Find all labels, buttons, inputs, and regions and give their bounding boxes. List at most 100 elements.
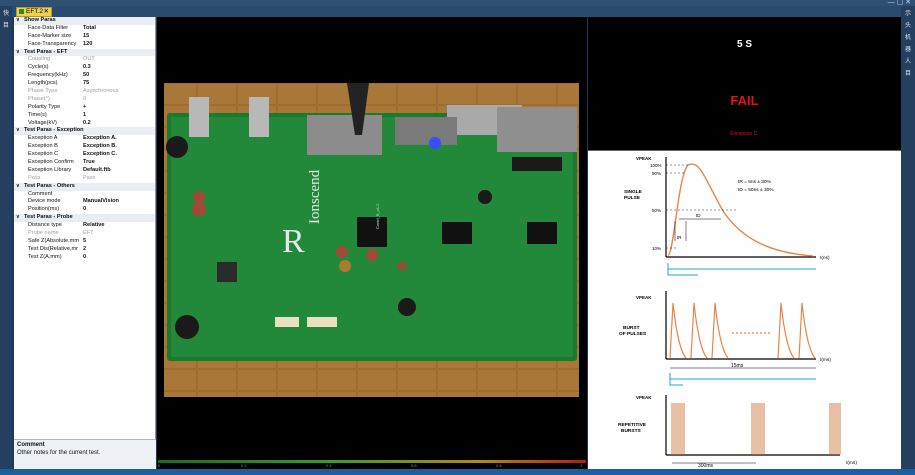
property-key: Phase Type: [28, 88, 58, 95]
comment-text: Other notes for the current test.: [17, 450, 101, 456]
property-value[interactable]: ManualVision: [83, 198, 119, 205]
tab-eft-2[interactable]: EFT.2 ✕: [16, 7, 52, 17]
property-value[interactable]: 0.2: [83, 119, 91, 126]
property-row[interactable]: Exception Library Default.ftb: [14, 167, 155, 175]
pct-90: 90%: [652, 171, 661, 176]
pct-10: 10%: [652, 246, 661, 251]
property-key: Device mode: [28, 198, 61, 205]
property-row[interactable]: Frequency(kHz)50: [14, 72, 155, 80]
right-rail-item-1[interactable]: 示: [904, 11, 911, 17]
property-row[interactable]: Polarity Type+: [14, 104, 155, 112]
pct-100: 100%: [650, 163, 662, 168]
chevron-down-icon[interactable]: ∨: [16, 127, 20, 134]
property-value[interactable]: Exception B.: [83, 143, 117, 150]
right-rail-item-3[interactable]: 机: [904, 35, 911, 41]
property-row[interactable]: Phase Type Asynchronous: [14, 88, 155, 96]
property-value[interactable]: OUT: [83, 56, 95, 63]
property-value[interactable]: 50: [83, 72, 90, 79]
property-value[interactable]: Relative: [83, 222, 105, 229]
left-rail-item-1[interactable]: 快: [2, 11, 9, 17]
property-key: Position(ms): [28, 206, 60, 213]
property-row[interactable]: Position(ms) 0: [14, 206, 155, 214]
chevron-down-icon[interactable]: ∨: [16, 48, 20, 55]
camera-view[interactable]: R Ionscend Contrl_B_v1.2: [157, 17, 587, 469]
property-value[interactable]: +: [83, 103, 87, 110]
property-row[interactable]: Phase(°) 0: [14, 96, 155, 104]
chevron-down-icon[interactable]: ∨: [16, 17, 20, 23]
property-category[interactable]: ∨Show Paras: [14, 17, 155, 25]
property-row[interactable]: Time(s) 1: [14, 112, 155, 120]
property-value[interactable]: Asynchronous: [83, 88, 119, 95]
property-row[interactable]: Exception Confirm True: [14, 159, 155, 167]
property-row[interactable]: Device mode ManualVision: [14, 198, 155, 206]
right-rail-item-4[interactable]: 器: [904, 47, 911, 53]
property-category[interactable]: ∨Test Paras - EFT: [14, 48, 155, 57]
property-row[interactable]: Probe name EFT: [14, 230, 155, 238]
property-value[interactable]: 0: [83, 206, 87, 213]
vpeak-label-3: VPEAK: [636, 395, 652, 400]
property-value[interactable]: 0.3: [83, 64, 91, 71]
property-key: Time(s): [28, 111, 47, 118]
property-value[interactable]: Total: [83, 24, 96, 31]
property-category[interactable]: ∨ Test Paras - Probe: [14, 214, 155, 223]
property-row[interactable]: Voltage(kV)0.2: [14, 120, 155, 128]
property-category[interactable]: ∨Test Paras - Others: [14, 182, 155, 191]
ruler-bar: [158, 460, 586, 463]
property-key: Probe name: [28, 230, 59, 237]
property-value[interactable]: 0: [83, 95, 87, 102]
pcb-image[interactable]: R Ionscend Contrl_B_v1.2: [157, 17, 587, 469]
dur-15ms: 15ms: [731, 363, 744, 369]
window-controls[interactable]: — ▢ ✕: [887, 0, 911, 6]
property-value[interactable]: Exception C.: [83, 151, 117, 158]
comment-title: Comment: [17, 442, 45, 448]
category-title: Test Paras - Probe: [24, 214, 73, 221]
property-key: Exception Confirm: [28, 159, 74, 166]
chevron-down-icon[interactable]: ∨: [16, 182, 20, 189]
property-value[interactable]: 75: [83, 80, 90, 87]
property-value[interactable]: 2: [83, 245, 87, 252]
burst-label-2: OF PULSES: [619, 331, 647, 337]
property-row[interactable]: Test Z(A,mm)0: [14, 254, 155, 262]
property-value[interactable]: 15: [83, 32, 90, 39]
close-icon[interactable]: ✕: [43, 8, 49, 15]
property-value[interactable]: 5: [83, 237, 87, 244]
property-key: Exception Library: [28, 166, 72, 173]
property-value[interactable]: 1: [83, 111, 87, 118]
property-key: Phase(°): [28, 95, 50, 102]
burst-label-1: BURST: [623, 325, 640, 331]
property-value[interactable]: EFT: [83, 230, 94, 237]
ruler-tick: 0: [158, 463, 161, 468]
right-rail-item-2[interactable]: 头: [904, 23, 911, 29]
tr-label: tR: [677, 235, 682, 240]
property-category[interactable]: ∨Test Paras - Exception: [14, 127, 155, 136]
ruler-tick: 0.6: [411, 463, 417, 468]
property-value[interactable]: Exception A.: [83, 135, 117, 142]
right-rail-item-6[interactable]: 目: [904, 71, 911, 77]
right-rail-item-5[interactable]: 人: [904, 59, 911, 65]
property-row[interactable]: Comment: [14, 191, 155, 199]
property-row[interactable]: Cycle(s)0.3: [14, 64, 155, 72]
property-row[interactable]: Length(pcs)75: [14, 80, 155, 88]
voltage-ruler[interactable]: 0 0.2 0.4 0.6 0.8 1: [158, 460, 586, 469]
chevron-down-icon[interactable]: ∨: [16, 214, 20, 221]
property-value[interactable]: Default.ftb: [83, 166, 111, 173]
property-key: Distance type: [28, 222, 62, 229]
property-value[interactable]: True: [83, 159, 95, 166]
test-status-icon: [19, 8, 24, 14]
ruler-tick: 1: [580, 463, 583, 468]
property-value[interactable]: 120: [83, 40, 93, 47]
property-value[interactable]: 0: [83, 253, 87, 260]
left-rail-item-2[interactable]: 目: [2, 23, 9, 29]
property-row[interactable]: Distance type Relative: [14, 222, 155, 230]
property-value[interactable]: Pass: [83, 174, 96, 181]
